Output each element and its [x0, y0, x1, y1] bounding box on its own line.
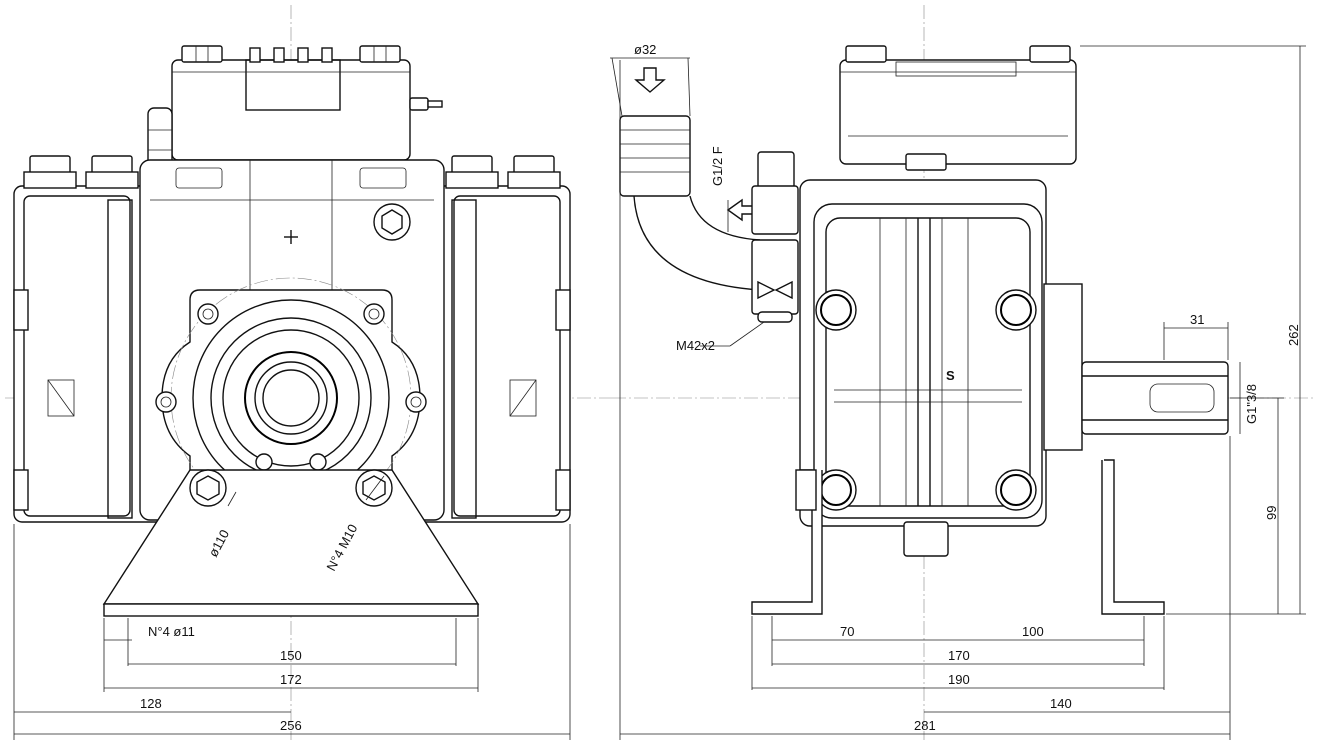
overall-width-label: 256 — [280, 718, 302, 733]
front-view: ø110 N°4 M10 N°4 ø11 150 172 128 256 — [5, 5, 612, 740]
hole-spacing-label: 150 — [280, 648, 302, 663]
drive-shaft — [1081, 361, 1229, 435]
side-bolt — [445, 155, 499, 189]
base-width-label: 172 — [280, 672, 302, 687]
side-view: ø32 G1/2 F M42x2 — [610, 5, 1316, 740]
side-body: S — [799, 179, 1083, 557]
side-bolt — [507, 155, 561, 189]
head-bolt — [181, 45, 223, 63]
half-width-label: 128 — [140, 696, 162, 711]
front-base — [102, 469, 480, 617]
side-bolt — [23, 155, 77, 189]
shaft-height-label: 99 — [1264, 506, 1279, 520]
inlet-hose: ø32 G1/2 F — [610, 42, 761, 291]
side-feet — [751, 459, 1165, 615]
front-flange — [155, 277, 427, 519]
overall-height-label: 262 — [1286, 324, 1301, 346]
inlet-diameter-label: ø32 — [634, 42, 656, 57]
mount-holes-label: N°4 ø11 — [148, 624, 195, 639]
shaft-length-label: 31 — [1190, 312, 1204, 327]
side-bolt — [85, 155, 139, 189]
side-head — [839, 45, 1077, 171]
foot-left-label: 70 — [840, 624, 854, 639]
outlet-thread-label: M42x2 — [676, 338, 715, 353]
right-offset-label: 140 — [1050, 696, 1072, 711]
shaft-thread-label: G1"3/8 — [1244, 384, 1259, 424]
side-base-width-label: 190 — [948, 672, 970, 687]
front-dimensions: N°4 ø11 150 172 128 256 — [13, 524, 571, 740]
outlet-fitting: M42x2 — [676, 151, 799, 353]
inlet-thread-label: G1/2 F — [710, 146, 725, 186]
side-dimensions: 262 99 31 G1"3/8 70 100 170 190 — [619, 45, 1306, 740]
foot-right-label: 100 — [1022, 624, 1044, 639]
overall-length-label: 281 — [914, 718, 936, 733]
side-mark-label: S — [946, 368, 955, 383]
side-hole-spacing-label: 170 — [948, 648, 970, 663]
head-bolt — [359, 45, 401, 63]
